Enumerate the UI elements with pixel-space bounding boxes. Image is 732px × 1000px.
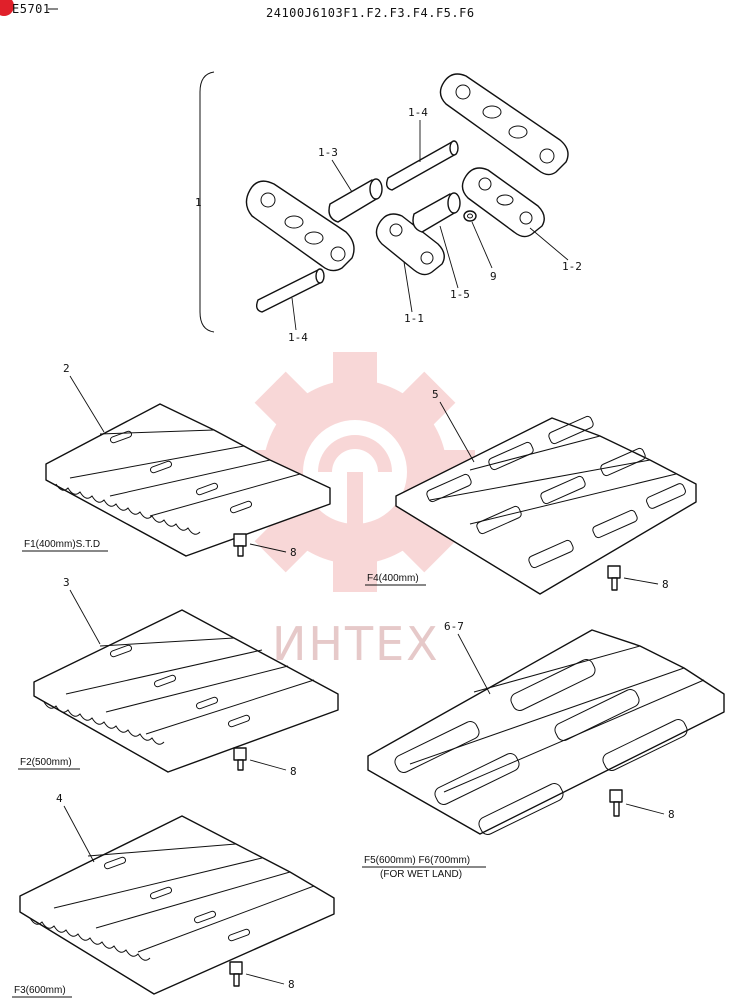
- callout-shoe-2: 2: [63, 362, 70, 375]
- callout-shoe-6-7: 6-7: [444, 620, 464, 633]
- callout-pin-1-4-bottom: 1-4: [288, 331, 308, 344]
- callout-bolt-8b: 8: [662, 578, 669, 591]
- caption-f3: F3(600mm): [14, 985, 66, 996]
- track-link-1-2: [461, 167, 545, 238]
- assembly-bracket: [199, 71, 215, 333]
- bushing-1-3: [328, 178, 383, 223]
- track-pin-lower: [255, 268, 325, 313]
- callout-link-1-1: 1-1: [404, 312, 424, 325]
- watermark-text: ИНТЕХ: [272, 617, 440, 671]
- caption-f1: F1(400mm)S.T.D: [24, 539, 100, 550]
- callout-bolt-8d: 8: [668, 808, 675, 821]
- track-shoe-5: [395, 415, 697, 595]
- watermark-gear-icon: [235, 352, 475, 592]
- callout-shoe-4: 4: [56, 792, 63, 805]
- callout-seal-9: 9: [490, 270, 497, 283]
- track-link-upper: [439, 73, 569, 176]
- caption-f5-f6-note: (FOR WET LAND): [380, 869, 462, 880]
- track-shoe-3: [33, 609, 339, 773]
- caption-f4: F4(400mm): [367, 573, 419, 584]
- callout-shoe-3: 3: [63, 576, 70, 589]
- seal-9: [463, 210, 477, 222]
- callout-bolt-8e: 8: [288, 978, 295, 991]
- callout-pin-1-4-top: 1-4: [408, 106, 428, 119]
- callout-assembly: 1: [195, 196, 202, 209]
- drawing-number: 24100J6103F1.F2.F3.F4.F5.F6: [266, 6, 475, 20]
- callout-bolt-8a: 8: [290, 546, 297, 559]
- bushing-1-5: [412, 192, 461, 233]
- track-pin-upper: [385, 140, 459, 191]
- track-shoe-4: [19, 815, 335, 995]
- track-shoe-2: [45, 403, 331, 557]
- page-code: E5701: [12, 2, 51, 16]
- callout-shoe-5: 5: [432, 388, 439, 401]
- shoe-bolt-8d: [609, 789, 623, 817]
- callout-link-1-2: 1-2: [562, 260, 582, 273]
- shoe-bolt-8a: [233, 533, 247, 557]
- shoe-bolt-8c: [233, 747, 247, 771]
- caption-f2: F2(500mm): [20, 757, 72, 768]
- track-link-1-1: [375, 213, 445, 276]
- callout-bolt-8c: 8: [290, 765, 297, 778]
- shoe-bolt-8b: [607, 565, 621, 591]
- track-shoe-6-7: [367, 629, 725, 835]
- track-link-left: [245, 180, 355, 272]
- corner-mark-icon: [0, 0, 14, 16]
- shoe-bolt-8e: [229, 961, 243, 987]
- caption-f5-f6: F5(600mm) F6(700mm): [364, 855, 470, 866]
- callout-bushing-1-3: 1-3: [318, 146, 338, 159]
- callout-bushing-1-5: 1-5: [450, 288, 470, 301]
